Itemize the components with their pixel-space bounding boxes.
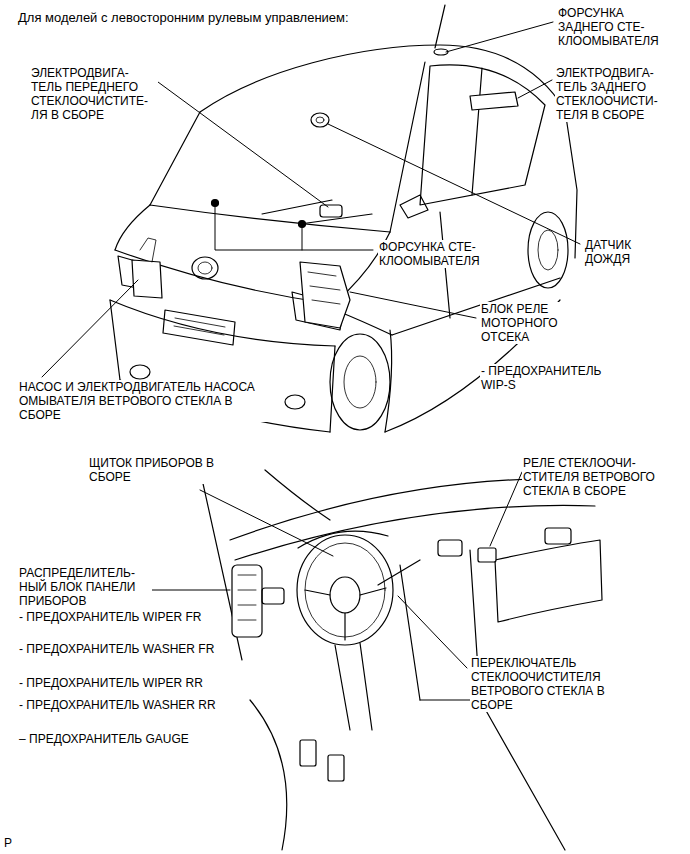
wiper-parts <box>320 205 342 217</box>
leader-line <box>350 292 476 318</box>
dashboard <box>495 540 602 622</box>
leader-line <box>328 124 580 244</box>
car-body <box>385 330 392 432</box>
car-body <box>472 68 482 195</box>
part-label: ФОРСУНКА ЗАДНЕГО СТЕ- КЛООМЫВАТЕЛЯ <box>557 6 674 48</box>
dashboard <box>238 575 256 620</box>
page-mark: P <box>3 836 25 850</box>
car-body <box>528 212 568 288</box>
diagram-title: Для моделей с левосторонним рулевым упра… <box>18 10 349 26</box>
leader-line <box>398 596 467 668</box>
leader-line <box>490 472 522 546</box>
car-body <box>150 112 200 205</box>
part-label: - ПРЕДОХРАНИТЕЛЬ WASHER RR <box>18 698 220 712</box>
leader-line <box>518 80 552 98</box>
car-body <box>174 318 225 335</box>
part-label: РЕЛЕ СТЕКЛООЧИ- СТИТЕЛЯ ВЕТРОВОГО СТЕКЛА… <box>522 456 662 498</box>
dashboard <box>297 535 393 645</box>
wiper-parts <box>140 238 156 262</box>
leader-line <box>158 82 328 207</box>
leader-line <box>42 280 138 377</box>
dashboard <box>335 643 372 730</box>
part-label: ДАТЧИК ДОЖДЯ <box>584 238 658 266</box>
wiper-parts <box>308 272 340 304</box>
leader-line <box>215 207 373 250</box>
wiper-parts <box>316 117 324 123</box>
part-label: – ПРЕДОХРАНИТЕЛЬ GAUGE <box>18 732 260 746</box>
wiper-parts <box>300 262 350 328</box>
car-body <box>192 257 218 279</box>
car-body <box>330 334 390 430</box>
wiper-parts <box>132 92 518 328</box>
dashboard <box>250 700 287 850</box>
dashboard <box>330 577 360 613</box>
part-label: - ПРЕДОХРАНИТЕЛЬ WIPER FR <box>18 610 220 624</box>
dashboard <box>300 740 316 766</box>
part-label: - ПРЕДОХРАНИТЕЛЬ WIP-S <box>480 364 614 392</box>
part-label: ЭЛЕКТРОДВИГА- ТЕЛЬ ПЕРЕДНЕГО СТЕКЛООЧИСТ… <box>30 66 158 122</box>
leader-line <box>446 22 553 52</box>
wiper-parts <box>311 113 329 127</box>
car-body <box>390 62 425 232</box>
car-body <box>150 205 390 232</box>
car-body <box>285 395 305 409</box>
car-body <box>538 230 558 270</box>
part-label: ФОРСУНКА СТЕ- КЛООМЫВАТЕЛЯ <box>378 240 496 268</box>
dashboard <box>438 540 462 556</box>
part-label: НАСОС И ЭЛЕКТРОДВИГАТЕЛЬ НАСОСА ОМЫВАТЕЛ… <box>18 380 272 422</box>
dashboard <box>480 700 565 850</box>
part-label: - ПРЕДОХРАНИТЕЛЬ WASHER FR <box>18 642 220 656</box>
car-body <box>110 300 335 346</box>
wiper-parts <box>132 260 162 298</box>
part-label: БЛОК РЕЛЕ МОТОРНОГО ОТСЕКА <box>480 302 584 344</box>
car-body <box>198 262 212 274</box>
part-label: РАСПРЕДЕЛИТЕЛЬ- НЫЙ БЛОК ПАНЕЛИ ПРИБОРОВ <box>18 566 152 608</box>
dashboard <box>265 470 330 520</box>
car-body <box>344 356 376 408</box>
dashboard <box>262 588 284 604</box>
dashboard <box>235 505 595 560</box>
wiper-parts <box>212 200 219 207</box>
dashboard <box>328 755 344 781</box>
car-body <box>163 310 235 345</box>
car-body <box>110 300 120 380</box>
dashboard <box>305 588 386 640</box>
leader-line <box>200 490 333 556</box>
car-body <box>115 250 332 304</box>
car-body <box>420 65 545 205</box>
dashboard <box>400 565 420 700</box>
leader-line <box>148 472 522 668</box>
car-body <box>435 5 445 48</box>
part-label: ПЕРЕКЛЮЧАТЕЛЬ СТЕКЛООЧИСТИТЕЛЯ ВЕТРОВОГО… <box>470 656 610 712</box>
car-body <box>400 195 428 218</box>
dashboard <box>378 560 420 585</box>
part-label: ЭЛЕКТРОДВИГА- ТЕЛЬ ЗАДНЕГО СТЕКЛООЧИСТИ-… <box>555 66 683 122</box>
part-label: ЩИТОК ПРИБОРОВ В СБОРЕ <box>88 456 252 484</box>
part-label: - ПРЕДОХРАНИТЕЛЬ WIPER RR <box>18 676 260 690</box>
car-body <box>130 365 150 379</box>
wiper-parts <box>470 92 518 110</box>
dashboard <box>232 565 262 637</box>
leader-line <box>148 590 230 591</box>
dashboard <box>545 528 571 544</box>
dashboard <box>478 548 496 562</box>
wiper-parts <box>299 221 306 228</box>
